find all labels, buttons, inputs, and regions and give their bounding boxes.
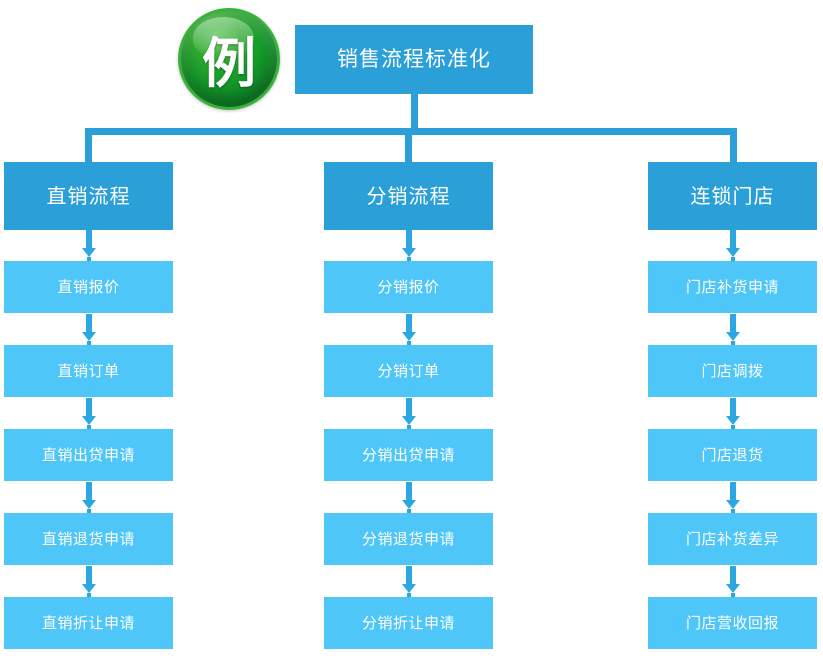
arrow-col-3-0 [718,230,748,261]
branch-header-2[interactable]: 分销流程 [324,162,493,230]
arrow-col-1-2 [74,398,104,429]
branch-header-1-label: 直销流程 [46,184,131,208]
step-col-3-4[interactable]: 门店营收回报 [648,597,817,649]
branch-header-1[interactable]: 直销流程 [4,162,173,230]
arrow-col-1-3 [74,482,104,513]
step-col-3-1[interactable]: 门店调拨 [648,345,817,397]
step-col-2-2[interactable]: 分销出贷申请 [324,429,493,481]
example-badge-label: 例 [202,31,256,95]
connector-drop-col-2 [405,128,412,162]
step-col-1-0[interactable]: 直销报价 [4,261,173,313]
step-col-1-0-label: 直销报价 [57,277,120,296]
step-col-2-2-label: 分销出贷申请 [361,445,455,464]
arrow-col-3-3 [718,482,748,513]
step-col-1-2[interactable]: 直销出贷申请 [4,429,173,481]
branch-header-3[interactable]: 连锁门店 [648,162,817,230]
connector-drop-col-1 [85,128,92,162]
step-col-2-3-label: 分销退货申请 [361,529,455,548]
arrow-col-1-1 [74,314,104,345]
step-col-1-1[interactable]: 直销订单 [4,345,173,397]
step-col-3-2-label: 门店退货 [701,445,764,464]
root-node[interactable]: 销售流程标准化 [295,25,533,94]
step-col-2-0[interactable]: 分销报价 [324,261,493,313]
step-col-3-0[interactable]: 门店补货申请 [648,261,817,313]
step-col-2-4-label: 分销折让申请 [361,613,455,632]
branch-header-3-label: 连锁门店 [690,184,775,208]
branch-header-2-label: 分销流程 [366,184,451,208]
step-col-3-3[interactable]: 门店补货差异 [648,513,817,565]
step-col-1-3-label: 直销退货申请 [41,529,135,548]
arrow-col-3-1 [718,314,748,345]
connector-drop-col-3 [730,128,737,162]
step-col-1-2-label: 直销出贷申请 [41,445,135,464]
arrow-col-1-4 [74,566,104,597]
connector-root-stem [411,94,418,128]
arrow-col-2-4 [394,566,424,597]
step-col-3-1-label: 门店调拨 [701,361,764,380]
arrow-col-3-4 [718,566,748,597]
step-col-1-4[interactable]: 直销折让申请 [4,597,173,649]
step-col-2-4[interactable]: 分销折让申请 [324,597,493,649]
example-badge-icon: 例 [178,8,280,110]
step-col-2-3[interactable]: 分销退货申请 [324,513,493,565]
arrow-col-2-2 [394,398,424,429]
arrow-col-2-1 [394,314,424,345]
arrow-col-2-3 [394,482,424,513]
arrow-col-2-0 [394,230,424,261]
step-col-2-0-label: 分销报价 [377,277,440,296]
step-col-3-4-label: 门店营收回报 [685,613,779,632]
step-col-1-1-label: 直销订单 [57,361,120,380]
step-col-2-1[interactable]: 分销订单 [324,345,493,397]
step-col-1-3[interactable]: 直销退货申请 [4,513,173,565]
step-col-1-4-label: 直销折让申请 [41,613,135,632]
step-col-3-2[interactable]: 门店退货 [648,429,817,481]
step-col-3-0-label: 门店补货申请 [685,277,779,296]
arrow-col-1-0 [74,230,104,261]
arrow-col-3-2 [718,398,748,429]
root-node-label: 销售流程标准化 [337,46,491,71]
step-col-3-3-label: 门店补货差异 [685,529,779,548]
step-col-2-1-label: 分销订单 [377,361,440,380]
